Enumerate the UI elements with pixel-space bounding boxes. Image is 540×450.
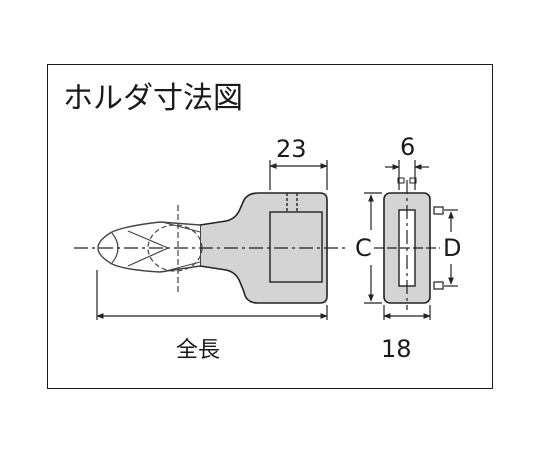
holder-side-view bbox=[74, 192, 345, 304]
dimension-23-label: 23 bbox=[276, 135, 307, 163]
dimension-23: 23 bbox=[269, 135, 328, 190]
holder-nose bbox=[97, 221, 201, 273]
dimension-6-label: 6 bbox=[400, 133, 415, 161]
dimension-d: D bbox=[443, 209, 461, 287]
drawing-frame bbox=[47, 64, 493, 389]
dimension-d-label: D bbox=[443, 234, 461, 262]
head-slot bbox=[269, 211, 323, 283]
dimension-18: 18 bbox=[381, 305, 431, 363]
dimension-c: C bbox=[355, 192, 382, 304]
holder-end-view bbox=[374, 177, 444, 310]
dimension-overall-length-label: 全長 bbox=[176, 338, 220, 363]
dimension-overall-length: 全長 bbox=[96, 270, 328, 363]
dimension-c-label: C bbox=[355, 234, 372, 262]
drawing-title: ホルダ寸法図 bbox=[63, 81, 243, 116]
dimension-18-label: 18 bbox=[381, 335, 412, 363]
dimension-6: 6 bbox=[385, 133, 429, 190]
